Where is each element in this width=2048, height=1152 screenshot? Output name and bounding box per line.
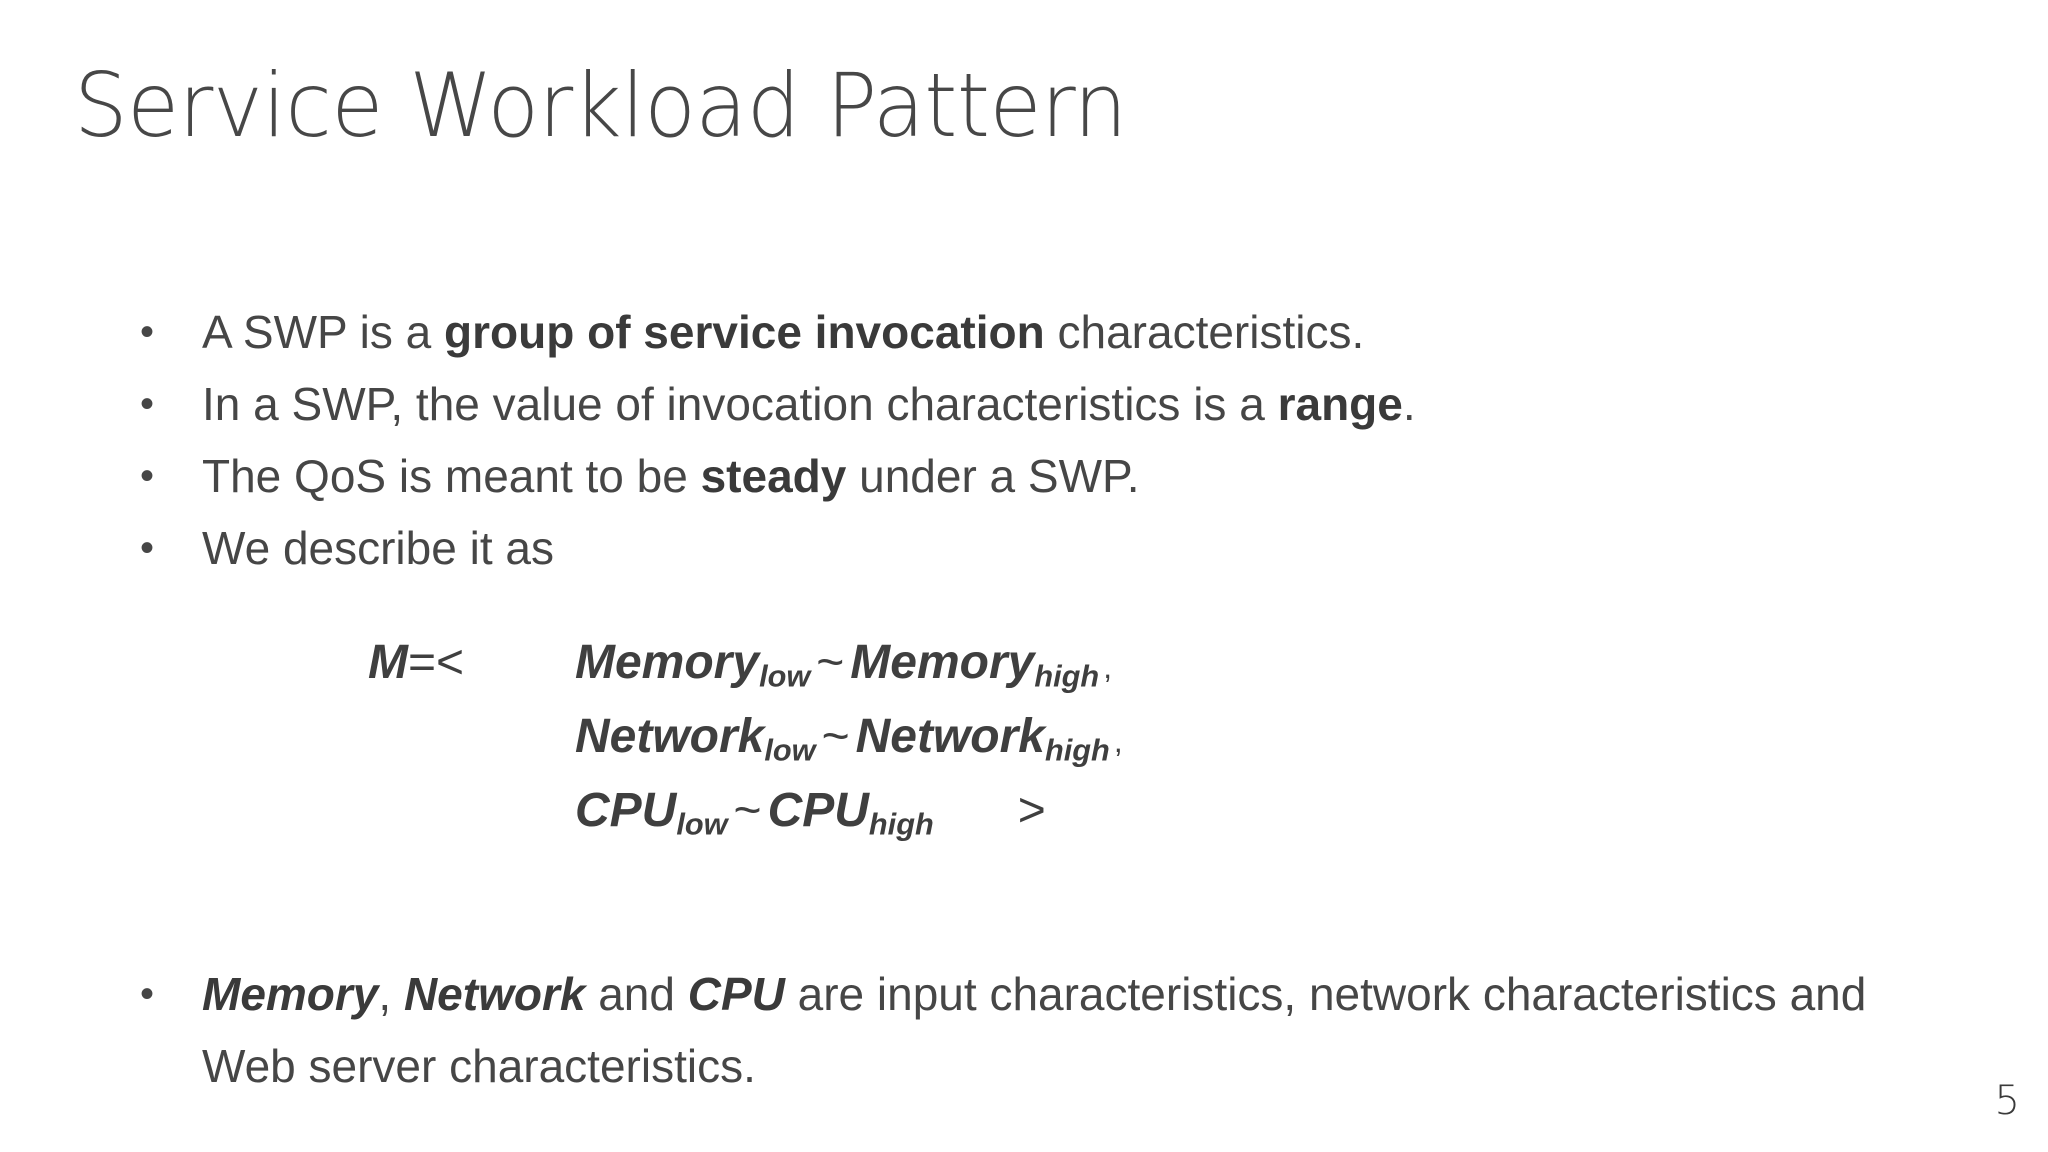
bullet-marker-icon: • <box>140 382 155 426</box>
formula-term-sub: high <box>868 806 934 842</box>
bullet-marker-icon: • <box>140 972 155 1016</box>
text-run: A SWP is a <box>202 306 445 358</box>
bullet-marker-icon: • <box>140 526 155 570</box>
text-run: under a SWP. <box>846 450 1140 502</box>
emphasis-bold-italic: Memory <box>202 968 379 1020</box>
bullet-marker-icon: • <box>140 310 155 354</box>
formula-term-sub: low <box>676 806 728 842</box>
formula-expression: Networklow~Networkhigh, <box>575 709 1123 765</box>
formula-symbol-m: M <box>368 636 408 689</box>
text-run: and <box>585 968 688 1020</box>
formula-trailing-comma: , <box>1113 723 1123 759</box>
emphasis-bold: group of service invocation <box>444 306 1045 358</box>
bullet-list-lower: • Memory, Network and CPU are input char… <box>140 958 1970 1102</box>
formula-row-cpu: CPUlow~CPUhigh > <box>140 783 1640 857</box>
list-item: • A SWP is a group of service invocation… <box>140 296 1960 368</box>
formula-separator: ~ <box>816 636 845 689</box>
formula-lhs: M=< <box>140 635 464 690</box>
formula-term-base: Memory <box>850 636 1035 689</box>
emphasis-bold-italic: Network <box>403 968 586 1020</box>
text-run: , <box>378 968 404 1020</box>
text-run: . <box>1402 378 1416 430</box>
formula-term-sub: high <box>1044 732 1110 768</box>
formula-trailing-comma: , <box>1103 649 1112 685</box>
text-run: We describe it as <box>202 522 554 574</box>
slide-number: 5 <box>1994 1078 2020 1124</box>
list-item: • The QoS is meant to be steady under a … <box>140 440 1960 512</box>
formula-term-sub: low <box>764 732 816 768</box>
list-item: • In a SWP, the value of invocation char… <box>140 368 1960 440</box>
formula-row-memory: M=< Memorylow~Memoryhigh, <box>140 635 1640 709</box>
formula-term-base: CPU <box>767 784 869 837</box>
formula-open-bracket: < <box>436 636 465 689</box>
formula-term-base: CPU <box>575 784 677 837</box>
formula-row-network: Networklow~Networkhigh, <box>140 709 1640 783</box>
formula-term-base: Network <box>575 710 765 763</box>
text-run: The QoS is meant to be <box>202 450 701 502</box>
bullet-marker-icon: • <box>140 454 155 498</box>
bullet-text: Memory, Network and CPU are input charac… <box>202 958 1970 1102</box>
list-item: • We describe it as <box>140 512 1960 584</box>
list-item: • Memory, Network and CPU are input char… <box>140 958 1970 1102</box>
bullet-text: A SWP is a group of service invocation c… <box>202 296 1960 368</box>
formula-expression: CPUlow~CPUhigh <box>575 783 934 839</box>
formula-expression: Memorylow~Memoryhigh, <box>575 635 1112 691</box>
bullet-text: We describe it as <box>202 512 1960 584</box>
formula-close-bracket: > <box>1017 784 1046 837</box>
text-run: characteristics. <box>1044 306 1365 358</box>
slide-title: Service Workload Pattern <box>74 54 1127 157</box>
text-run: are input characteristics, network chara… <box>202 968 1867 1092</box>
bullet-text: The QoS is meant to be steady under a SW… <box>202 440 1960 512</box>
text-run: In a SWP, the value of invocation charac… <box>202 378 1278 430</box>
emphasis-bold-italic: CPU <box>687 968 785 1020</box>
bullet-text: In a SWP, the value of invocation charac… <box>202 368 1960 440</box>
emphasis-bold: range <box>1277 378 1403 430</box>
formula-term-sub: high <box>1034 658 1100 694</box>
formula-equals: = <box>407 636 437 689</box>
bullet-list-upper: • A SWP is a group of service invocation… <box>140 296 1960 584</box>
formula-separator: ~ <box>733 784 762 837</box>
emphasis-bold: steady <box>700 450 847 502</box>
formula-term-base: Memory <box>575 636 760 689</box>
swp-formula-block: M=< Memorylow~Memoryhigh, Networklow~Net… <box>140 635 1640 857</box>
formula-term-base: Network <box>855 710 1045 763</box>
formula-separator: ~ <box>821 710 850 763</box>
formula-term-sub: low <box>759 658 811 694</box>
